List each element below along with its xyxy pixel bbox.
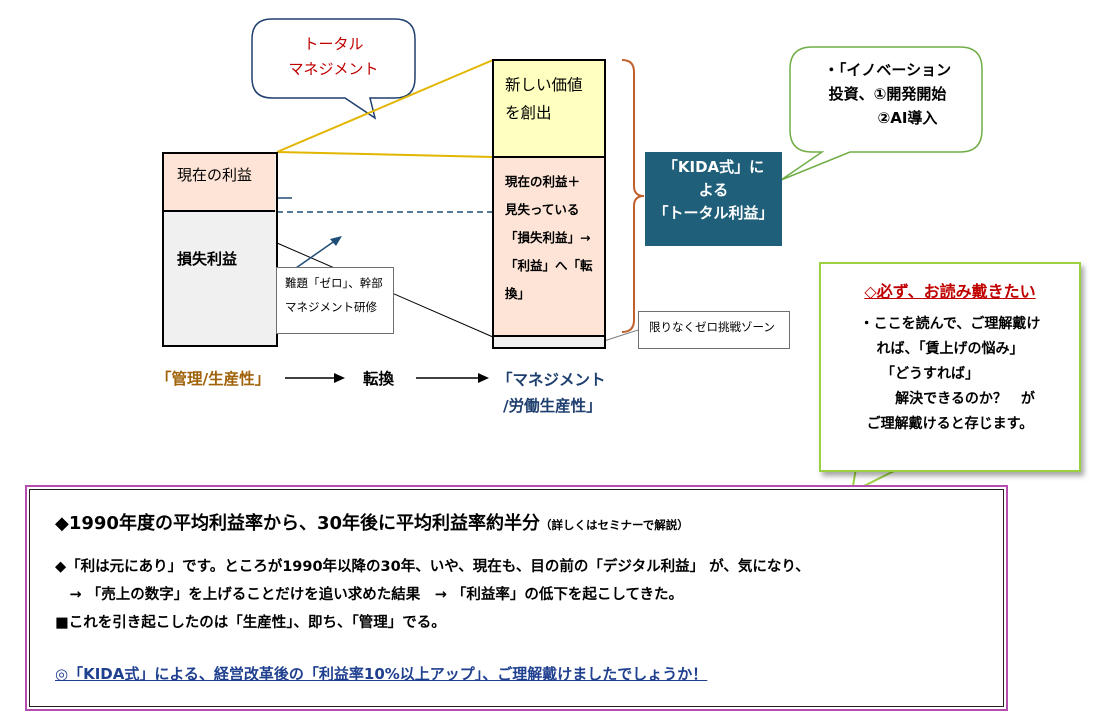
kida-line-3: 「トータル利益」 (653, 204, 774, 222)
zero-zone-label: 限りなくゼロ挑戦ゾーン (638, 311, 790, 349)
flow-end-line1: 「マネジメント (497, 371, 606, 389)
bottom-line-3: ■これを引き起こしたのは「生産性」、即ち、「管理」でる。 (55, 615, 446, 631)
total-management-callout: トータル マネジメント (252, 32, 415, 82)
bottom-line-4-link[interactable]: ◎「KIDA式」による、経営改革後の「利益率10%以上アップ」、ご理解戴けました… (55, 665, 708, 683)
right-column-text: 現在の利益＋ 見失っている 「損失利益」→ 「利益」へ「転 換」 (494, 158, 604, 308)
left-column: 現在の利益 損失利益 (162, 152, 278, 347)
right-line-4: 「利益」へ「転 (505, 258, 593, 273)
bottom-summary-box: ◆1990年度の平均利益率から、30年後に平均利益率約半分（詳しくはセミナーで解… (25, 485, 1008, 711)
zone-connector (603, 329, 639, 342)
must-read-title: ◇必ず、お読み戴きたい (864, 282, 1036, 301)
headline-note: （詳しくはセミナーで解説） (540, 518, 689, 532)
must-read-line-3: 「どうすれば」 (881, 366, 979, 382)
new-value-line2: を創出 (505, 104, 552, 122)
current-profit-block: 現在の利益 (164, 154, 275, 212)
right-current-block: 現在の利益＋ 見失っている 「損失利益」→ 「利益」へ「転 換」 (492, 156, 606, 338)
bottom-line-1: ◆「利は元にあり」です。ところが1990年以降の30年、いや、現在も、目の前の「… (55, 559, 810, 575)
total-callout-bubble (251, 18, 416, 120)
right-brace (621, 59, 645, 333)
innovation-line-2: 投資、①開発開始 (828, 85, 947, 103)
current-profit-label: 現在の利益 (177, 166, 253, 184)
topic-arrow-line (295, 239, 337, 269)
zero-topic-line1: 難題「ゼロ」、幹部 (285, 276, 383, 290)
right-line-3: 「損失利益」→ (505, 230, 591, 245)
flow-middle: 転換 (363, 370, 395, 388)
flow-end: 「マネジメント /労働生産性」 (497, 367, 606, 419)
right-line-5: 換」 (505, 286, 531, 301)
innovation-callout: ・「イノベーション 投資、①開発開始 ②AI導入 (795, 58, 980, 130)
zero-zone-block (492, 335, 606, 349)
total-callout-line2: マネジメント (288, 60, 379, 78)
flow-arrow-2-head (478, 373, 489, 383)
kida-line-2: よる (698, 181, 729, 199)
right-line-1: 現在の利益＋ (505, 174, 581, 189)
zero-topic-line2: マネジメント研修 (285, 300, 377, 314)
new-value-line1: 新しい価値 (505, 76, 583, 94)
innovation-line-3: ②AI導入 (877, 109, 938, 127)
topic-arrow-head (330, 236, 342, 246)
new-value-block: 新しい価値 を創出 (492, 59, 606, 159)
bottom-headline: ◆1990年度の平均利益率から、30年後に平均利益率約半分（詳しくはセミナーで解… (55, 509, 689, 535)
zero-topic-box: 難題「ゼロ」、幹部 マネジメント研修 (276, 267, 394, 334)
must-read-line-4: 解決できるのか？ が (895, 391, 1035, 407)
must-read-box: ◇必ず、お読み戴きたい ・ここを読んで、ご理解戴け れば、「賃上げの悩み」 「ど… (819, 262, 1081, 472)
fan-line-mid (276, 151, 494, 158)
must-read-line-2: れば、「賃上げの悩み」 (876, 341, 1024, 357)
right-line-2: 見失っている (505, 202, 580, 217)
must-read-line-5: ご理解戴けると存じます。 (866, 416, 1034, 432)
fan-line-top (276, 59, 494, 153)
lost-profit-label: 損失利益 (177, 250, 238, 268)
must-read-line-1: ・ここを読んで、ご理解戴け (859, 316, 1041, 332)
bottom-line-2: → 「売上の数字」を上げることだけを追い求めた結果 → 「利益率」の低下を起こし… (55, 587, 684, 603)
headline-main: ◆1990年度の平均利益率から、30年後に平均利益率約半分 (55, 513, 540, 534)
innovation-callout-bubble (780, 46, 983, 181)
flow-arrow-1-head (334, 373, 345, 383)
new-value-text: 新しい価値 を創出 (494, 61, 604, 127)
must-read-body: ・ここを読んで、ご理解戴け れば、「賃上げの悩み」 「どうすれば」 解決できるの… (821, 312, 1079, 437)
innovation-line-1: ・「イノベーション (823, 61, 952, 79)
flow-end-line2: /労働生産性」 (503, 397, 602, 415)
kida-line-1: 「KIDA式」に (662, 158, 765, 176)
flow-start: 「管理/生産性」 (156, 370, 271, 388)
kida-total-profit-box: 「KIDA式」に よる 「トータル利益」 (645, 152, 782, 246)
total-callout-line1: トータル (303, 35, 364, 53)
